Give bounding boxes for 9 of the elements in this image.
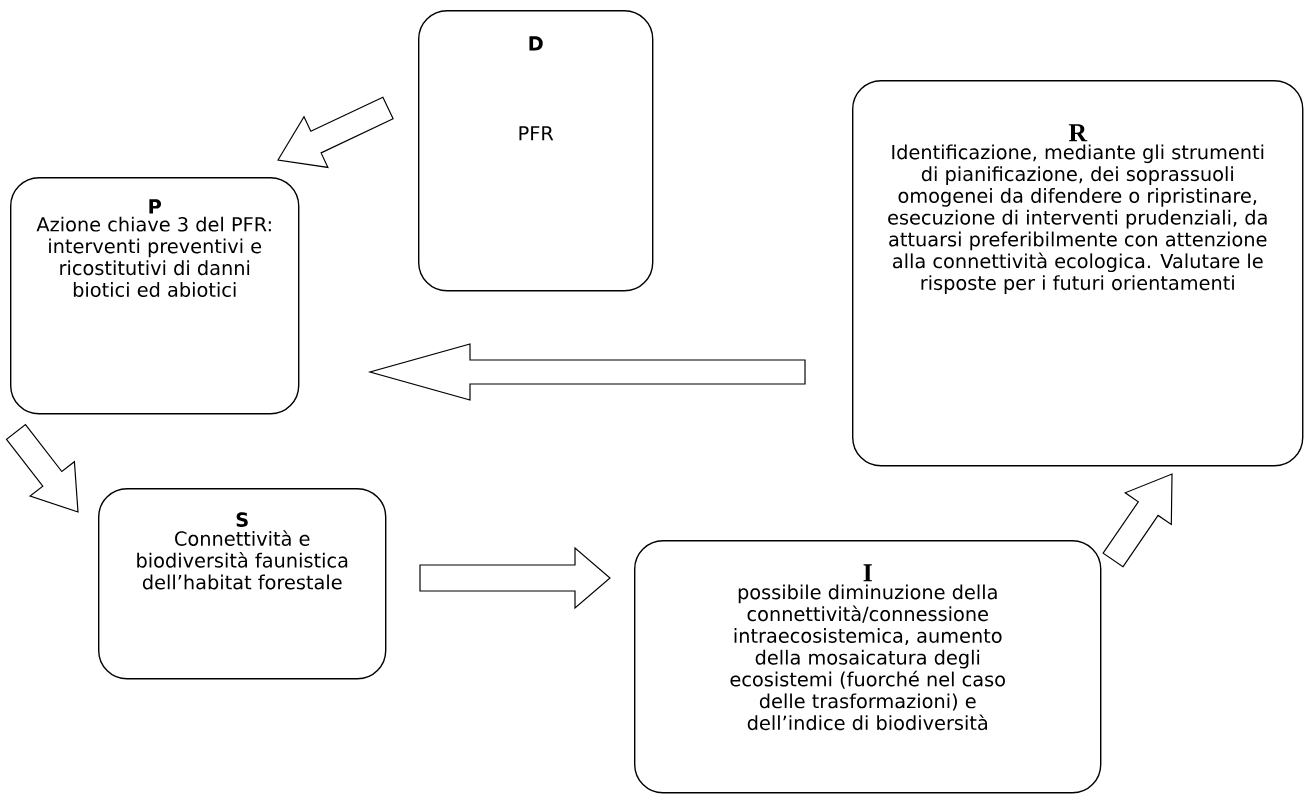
process-box: I possibile diminuzione della connettività/connessione intraecosistemica, aumento della mosaicatura degli ecosistemi (fuorché nel caso delle trasformazioni) e dell’indice di biodiversità bbox=[634, 540, 1102, 794]
process-box: P Azione chiave 3 del PFR: interventi preventivi e ricostitutivi di danni biotici ed abiotici bbox=[10, 177, 300, 415]
process-box: S Connettività e biodiversità faunistica dell’habitat forestale bbox=[98, 488, 387, 680]
block-arrow bbox=[419, 546, 611, 610]
process-box: R Identificazione, mediante gli strumenti di pianificazione, dei soprassuoli omogenei da difendere o ripristinare, esecuzione di interventi prudenziali, da attuarsi preferibilmente con attenzione alla connettività ecologica. Valutare le risposte per i futuri orientamenti bbox=[852, 80, 1304, 467]
block-arrow bbox=[367, 343, 806, 401]
block-arrow bbox=[1102, 473, 1173, 568]
process-box: D PFR bbox=[418, 10, 654, 292]
block-arrow bbox=[277, 96, 394, 169]
